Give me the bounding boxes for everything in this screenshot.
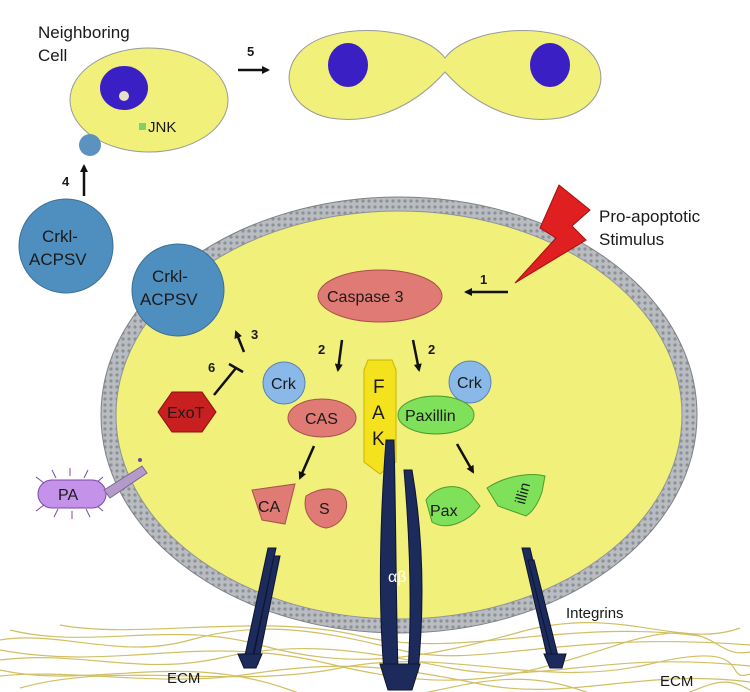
integrin-right: [521, 547, 567, 669]
step3-number: 3: [251, 327, 258, 342]
pa-bacterium: [35, 458, 148, 519]
nucleus-fragment-icon: [119, 91, 129, 101]
pa-label: PA: [58, 487, 78, 504]
s-fragment: [304, 488, 348, 529]
crkl-acpsv-outer-label-line1: Crkl-: [42, 227, 78, 246]
s-fragment-label: S: [319, 501, 330, 518]
jnk-icon: [139, 123, 146, 130]
arrow-step2-left: [334, 339, 344, 372]
arrow-paxillin-cleavage: [455, 443, 475, 474]
crkl-acpsv-outer: [18, 198, 114, 294]
crk-right: [448, 360, 492, 404]
crkl-acpsv-inner-label-line1: Crkl-: [152, 267, 188, 286]
dividing-cell: [288, 30, 602, 120]
small-vesicle: [79, 134, 101, 156]
caspase3-label: Caspase 3: [327, 289, 404, 306]
step2-left-number: 2: [318, 342, 325, 357]
neighboring-cell-label-line1: Neighboring: [38, 23, 130, 42]
exot-label: ExoT: [167, 405, 205, 422]
step1-number: 1: [480, 272, 487, 287]
exot: [157, 391, 217, 433]
step4-number: 4: [62, 174, 70, 189]
integrins-label: Integrins: [566, 605, 624, 622]
dividing-cell-nucleus-left: [328, 43, 368, 87]
stimulus-label-line1: Pro-apoptotic: [599, 207, 701, 226]
fak-letter-k: K: [372, 429, 385, 450]
illin-fragment-label: illin: [512, 481, 534, 506]
cas-label: CAS: [305, 411, 338, 428]
inhibition-step6: [213, 367, 237, 396]
crk-right-label: Crk: [457, 375, 483, 392]
dividing-cell-nucleus-right: [530, 43, 570, 87]
lightning-icon: [514, 184, 591, 284]
step5-number: 5: [247, 44, 254, 59]
arrow-step3: [234, 330, 246, 353]
step6-number: 6: [208, 360, 215, 375]
illin-fragment: [486, 474, 546, 517]
ecm-left-label: ECM: [167, 670, 200, 687]
ecm-right-label: ECM: [660, 673, 693, 690]
cas: [287, 398, 357, 438]
stimulus-label-line2: Stimulus: [599, 230, 664, 249]
fak-letter-a: A: [372, 403, 385, 424]
arrow-step2-right: [411, 339, 422, 372]
ca-fragment: [251, 483, 296, 525]
crkl-acpsv-outer-label-line2: ACPSV: [29, 250, 87, 269]
alpha-beta-label: αβ: [388, 569, 406, 586]
arrow-cas-cleavage: [298, 445, 316, 480]
pax-fragment: [425, 486, 481, 527]
step2-right-number: 2: [428, 342, 435, 357]
fak-letter-f: F: [373, 377, 385, 398]
crk-left-label: Crk: [271, 376, 297, 393]
crk-left: [262, 361, 306, 405]
neighboring-cell-nucleus: [100, 66, 148, 110]
ca-fragment-label: CA: [258, 499, 281, 516]
paxillin-label: Paxillin: [405, 408, 456, 425]
neighboring-cell-label-line2: Cell: [38, 46, 67, 65]
crkl-acpsv-inner-label-line2: ACPSV: [140, 290, 198, 309]
integrin-center: [379, 439, 423, 691]
pax-fragment-label: Pax: [430, 503, 458, 520]
paxillin: [397, 395, 475, 435]
ecm-fibers: [0, 622, 750, 692]
jnk-label: JNK: [148, 119, 176, 136]
inhibition-step6-bar: [228, 362, 244, 374]
integrin-left: [237, 547, 281, 669]
crkl-acpsv-inner: [131, 243, 225, 337]
caspase3: [317, 269, 443, 323]
